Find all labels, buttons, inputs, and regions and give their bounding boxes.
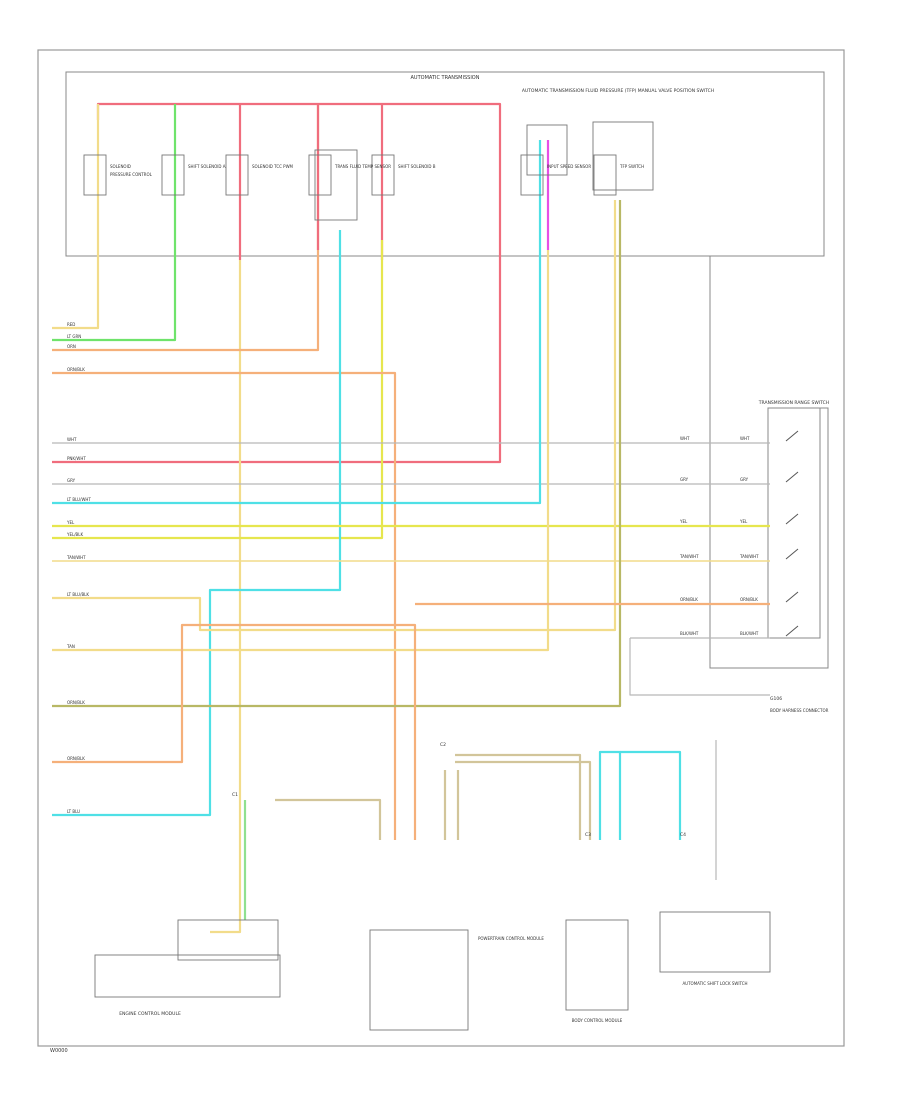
switch-contact (785, 513, 799, 525)
top-component-box (83, 154, 107, 196)
switch-wire-label-right: GRY (740, 477, 749, 482)
wire-olive (52, 200, 622, 708)
top-component-box (308, 154, 332, 196)
left-wire-label: ORN/BLK (67, 700, 85, 705)
footer-id: W0000 (50, 1048, 68, 1054)
range-switch-box (767, 407, 821, 639)
left-wire-label: ORN/BLK (67, 367, 85, 372)
bcm-label: BODY CONTROL MODULE (572, 1018, 623, 1023)
left-wire-label: ORN (67, 344, 76, 349)
top-component-label: INPUT SPEED SENSOR (547, 164, 591, 169)
wire-ltblu (52, 230, 342, 817)
wire-ornblk-1 (52, 371, 397, 840)
wire-red-1 (52, 104, 100, 330)
left-wire-label: GRY (67, 478, 76, 483)
switch-contact (785, 591, 799, 603)
switch-wire-label-left: BLK/WHT (680, 631, 699, 636)
switch-wire-label-left: GRY (680, 477, 689, 482)
wire-tan-bcm (455, 753, 582, 840)
sensor-box (314, 149, 358, 221)
left-wire-label: YEL (66, 520, 75, 525)
top-component-box (225, 154, 249, 196)
left-wire-label: LT BLU (67, 809, 80, 814)
switch-contact (785, 471, 799, 483)
shift-lock-label: AUTOMATIC SHIFT LOCK SWITCH (682, 981, 747, 986)
ground-label: G106 (770, 696, 782, 702)
labels-group: RED LT GRN ORN ORN/BLK WHT PNK/WHT GRY LT BLU/W… (66, 164, 829, 1023)
tfp-header: AUTOMATIC TRANSMISSION FLUID PRESSURE (T… (522, 88, 714, 94)
transmission-box (65, 71, 825, 257)
outer-frame (37, 49, 845, 1047)
shift-lock-box (659, 911, 771, 973)
top-component-box (161, 154, 185, 196)
left-wire-label: WHT (67, 437, 77, 442)
ecm-sub-box (177, 919, 279, 961)
left-wire-label: LT BLU/BLK (67, 592, 89, 597)
wire-cyan-switch (620, 750, 682, 840)
switch-wire-label-left: TAN/WHT (679, 554, 699, 559)
pcm-label: POWERTRAIN CONTROL MODULE (478, 936, 544, 941)
range-switch-title: TRANSMISSION RANGE SWITCH (758, 400, 829, 406)
switch-wire-label-right: TAN/WHT (739, 554, 759, 559)
left-wire-label: LT GRN (67, 334, 81, 339)
components-group (83, 121, 799, 1031)
switch-contact (785, 430, 799, 442)
top-component-label: SHIFT SOLENOID B (398, 164, 436, 169)
connector-label: C1 (232, 792, 238, 798)
tfp-switch-box (592, 121, 654, 191)
wire-ornblk-2 (52, 623, 417, 840)
left-wire-label: TAN (66, 644, 75, 649)
bcm-box (565, 919, 629, 1011)
wire-pink-main (52, 102, 502, 464)
switch-contact (785, 548, 799, 560)
connector-label: C4 (680, 832, 686, 838)
top-component-label: SOLENOID (110, 164, 131, 169)
switch-wire-label-right: WHT (740, 436, 750, 441)
left-wire-label: LT BLU/WHT (67, 497, 91, 502)
wires-group (52, 102, 770, 934)
switch-wire-label-right: BLK/WHT (740, 631, 759, 636)
connector-label: C2 (440, 742, 446, 748)
pcm-box (369, 929, 469, 1031)
transmission-title: AUTOMATIC TRANSMISSION (411, 75, 480, 81)
ground-note: BODY HARNESS CONNECTOR (770, 708, 829, 713)
top-component-sublabel: PRESSURE CONTROL (110, 172, 153, 177)
ecm-label: ENGINE CONTROL MODULE (119, 1011, 181, 1017)
top-component-box (593, 154, 617, 196)
top-component-label: SOLENOID TCC PWM (252, 164, 294, 169)
speed-sensor-box (526, 124, 568, 176)
wire-tan-3 (52, 250, 550, 652)
left-wire-label: TAN/WHT (66, 555, 86, 560)
left-wire-label: RED (67, 322, 75, 327)
switch-wire-label-right: ORN/BLK (740, 597, 758, 602)
top-component-label: TFP SWITCH (619, 164, 644, 169)
left-wire-label: YEL/BLK (66, 532, 84, 537)
switch-wire-label-right: YEL (739, 519, 748, 524)
switch-wire-label-left: YEL (679, 519, 688, 524)
wire-orn (52, 104, 320, 352)
switch-wire-label-left: WHT (680, 436, 690, 441)
switch-box-outline (640, 255, 829, 669)
wire-ltyellow-2 (210, 260, 242, 934)
connector-label: C3 (585, 832, 591, 838)
left-wire-label: ORN/BLK (67, 756, 85, 761)
top-component-label: SHIFT SOLENOID A (188, 164, 226, 169)
left-wire-label: PNK/WHT (67, 456, 86, 461)
wire-cyan-bcm (598, 750, 622, 840)
switch-contact (785, 625, 799, 637)
wire-ltgrn (52, 104, 177, 342)
wire-ltbluwht (52, 140, 542, 505)
wire-yel-2 (52, 240, 384, 540)
wire-tan-bcm-2 (455, 760, 592, 840)
top-component-box (371, 154, 395, 196)
switch-wire-label-left: ORN/BLK (680, 597, 698, 602)
wire-tan-bottom (275, 798, 382, 840)
ecm-box (94, 954, 281, 998)
wire-ground (629, 638, 770, 696)
top-component-label: TRANS FLUID TEMP SENSOR (334, 164, 391, 169)
wire-tan-2 (52, 200, 617, 632)
